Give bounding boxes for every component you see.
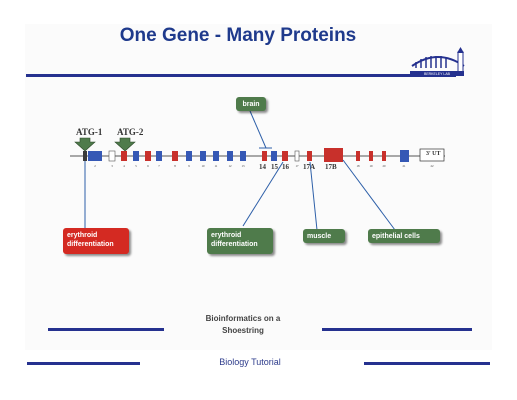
svg-text:17: 17 bbox=[296, 164, 300, 168]
brain-callout: brain bbox=[236, 97, 266, 111]
atg2-label: ATG-2 bbox=[117, 127, 144, 137]
exon bbox=[108, 150, 116, 162]
exon bbox=[133, 151, 139, 161]
title-underline bbox=[26, 74, 456, 77]
svg-text:8: 8 bbox=[174, 164, 176, 168]
slide-title: One Gene - Many Proteins bbox=[119, 25, 357, 46]
connectors bbox=[84, 110, 396, 232]
epithelial-connector bbox=[342, 159, 396, 231]
svg-text:6: 6 bbox=[147, 164, 149, 168]
svg-text:5: 5 bbox=[135, 164, 137, 168]
svg-text:9: 9 bbox=[188, 164, 190, 168]
bottom-rule-left bbox=[27, 362, 140, 365]
exon bbox=[227, 151, 233, 161]
atg2-arrow-icon bbox=[114, 137, 136, 152]
footer-rule-right bbox=[322, 328, 472, 331]
exon bbox=[262, 151, 267, 161]
exon bbox=[156, 151, 162, 161]
exon bbox=[172, 151, 178, 161]
svg-text:21: 21 bbox=[403, 164, 407, 168]
exon bbox=[382, 151, 386, 161]
exon-label-17b: 17B bbox=[325, 163, 337, 171]
exon bbox=[282, 151, 288, 161]
exon bbox=[400, 150, 409, 162]
svg-text:10: 10 bbox=[202, 164, 206, 168]
svg-text:19: 19 bbox=[370, 164, 374, 168]
footer-text: Bioinformatics on a Shoestring bbox=[205, 314, 281, 335]
utr-box bbox=[419, 148, 445, 162]
utr-label: 3' UT bbox=[426, 151, 441, 157]
exon bbox=[121, 151, 127, 161]
svg-text:13: 13 bbox=[242, 164, 246, 168]
exon-label-14: 14 bbox=[259, 163, 266, 171]
svg-text:12: 12 bbox=[229, 164, 233, 168]
erythroid-mid-connector bbox=[242, 161, 284, 227]
bottom-rule-right bbox=[364, 362, 490, 365]
atg1-label: ATG-1 bbox=[76, 127, 103, 137]
slide bbox=[25, 24, 492, 350]
exon bbox=[200, 151, 206, 161]
exon bbox=[356, 151, 360, 161]
epithelial-callout: epithelial cells bbox=[368, 229, 440, 243]
svg-text:4: 4 bbox=[123, 164, 125, 168]
erythroid-left-callout: erythroid differentiation bbox=[63, 228, 129, 254]
caption: Biology Tutorial bbox=[219, 357, 281, 367]
muscle-connector bbox=[309, 161, 318, 231]
brain-connector bbox=[249, 110, 267, 149]
exon-label-16: 16 bbox=[282, 163, 289, 171]
exon bbox=[186, 151, 192, 161]
svg-text:18: 18 bbox=[357, 164, 361, 168]
exon bbox=[83, 151, 87, 161]
logo-text: BERKELEY LAB bbox=[424, 72, 451, 76]
exon-label-15: 15 bbox=[271, 163, 278, 171]
exons bbox=[83, 148, 445, 162]
erythroid-mid-callout: erythroid differentiation bbox=[207, 228, 273, 254]
exon bbox=[271, 151, 277, 161]
svg-text:22: 22 bbox=[431, 164, 435, 168]
svg-text:2: 2 bbox=[94, 164, 96, 168]
berkeley-lab-logo: BERKELEY LAB bbox=[410, 47, 465, 76]
footer-rule-left bbox=[48, 328, 164, 331]
exon bbox=[88, 151, 102, 161]
exon bbox=[240, 151, 246, 161]
exon bbox=[145, 151, 151, 161]
exon bbox=[294, 150, 300, 162]
exon-label-17a: 17A bbox=[303, 163, 316, 171]
muscle-callout: muscle bbox=[303, 229, 345, 243]
svg-text:20: 20 bbox=[383, 164, 387, 168]
svg-text:7: 7 bbox=[158, 164, 160, 168]
svg-text:11: 11 bbox=[215, 164, 218, 168]
exon bbox=[369, 151, 373, 161]
exon bbox=[324, 148, 343, 162]
atg1-arrow-icon bbox=[74, 137, 96, 152]
exon bbox=[213, 151, 219, 161]
svg-text:3: 3 bbox=[111, 164, 113, 168]
exon bbox=[307, 151, 312, 161]
